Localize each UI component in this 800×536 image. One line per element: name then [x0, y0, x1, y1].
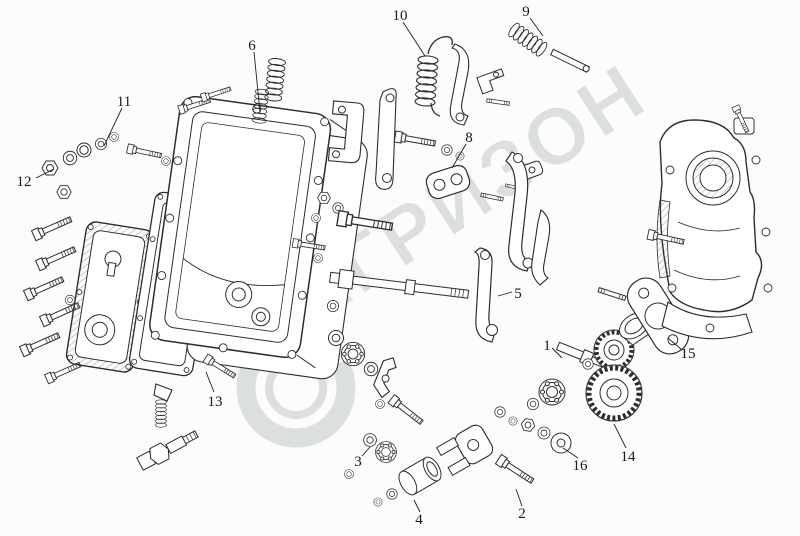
part-label-10: 10: [393, 8, 408, 24]
clevis-fork: [435, 424, 494, 477]
control-shaft: [328, 268, 470, 299]
washer: [373, 497, 383, 507]
vent-plug-assembly: [136, 383, 199, 471]
adjuster-crank: [373, 357, 426, 428]
part-label-1: 1: [543, 338, 551, 354]
side-cover: [65, 221, 155, 373]
spring-hook-lever: [449, 43, 470, 126]
gear-washer: [582, 358, 594, 370]
fork-lever-secondary: [531, 209, 551, 286]
ball-bearing: [538, 378, 566, 406]
part-label-4: 4: [415, 512, 423, 528]
camshaft-gear: [586, 365, 642, 421]
governor-spring: [414, 36, 453, 117]
main-housing: [149, 95, 368, 380]
leader-lines: [35, 17, 683, 513]
flange-stud: [597, 287, 627, 301]
thrust-washers: [344, 433, 397, 479]
part-label-5: 5: [514, 286, 522, 302]
part-label-6: 6: [248, 38, 256, 54]
lever-arm-center: [375, 88, 397, 190]
part-label-11: 11: [117, 94, 131, 110]
bushing: [398, 456, 442, 496]
part-label-12: 12: [17, 174, 32, 190]
part-label-8: 8: [465, 130, 473, 146]
part-label-15: 15: [681, 346, 696, 362]
support-bracket: [327, 100, 365, 164]
clevis-bolt: [494, 453, 536, 487]
washer: [386, 488, 398, 500]
union-fittings: [41, 132, 171, 199]
part-label-2: 2: [518, 506, 526, 522]
starting-spring-assembly: [476, 21, 590, 106]
part-label-9: 9: [522, 4, 530, 20]
part-label-3: 3: [354, 454, 362, 470]
rocker-block: [425, 160, 544, 202]
part-label-13: 13: [208, 394, 223, 410]
rear-housing: [656, 117, 773, 340]
control-lever: [473, 247, 498, 343]
part-label-14: 14: [621, 449, 637, 465]
part-labels: 10 9 6 11 12 8 5 13 1 15 14 16 2 3 4: [17, 4, 696, 528]
bearing-washer: [527, 398, 539, 410]
part-label-16: 16: [573, 458, 589, 474]
fork-lever: [505, 151, 534, 272]
clevis-hardware: [494, 406, 572, 454]
